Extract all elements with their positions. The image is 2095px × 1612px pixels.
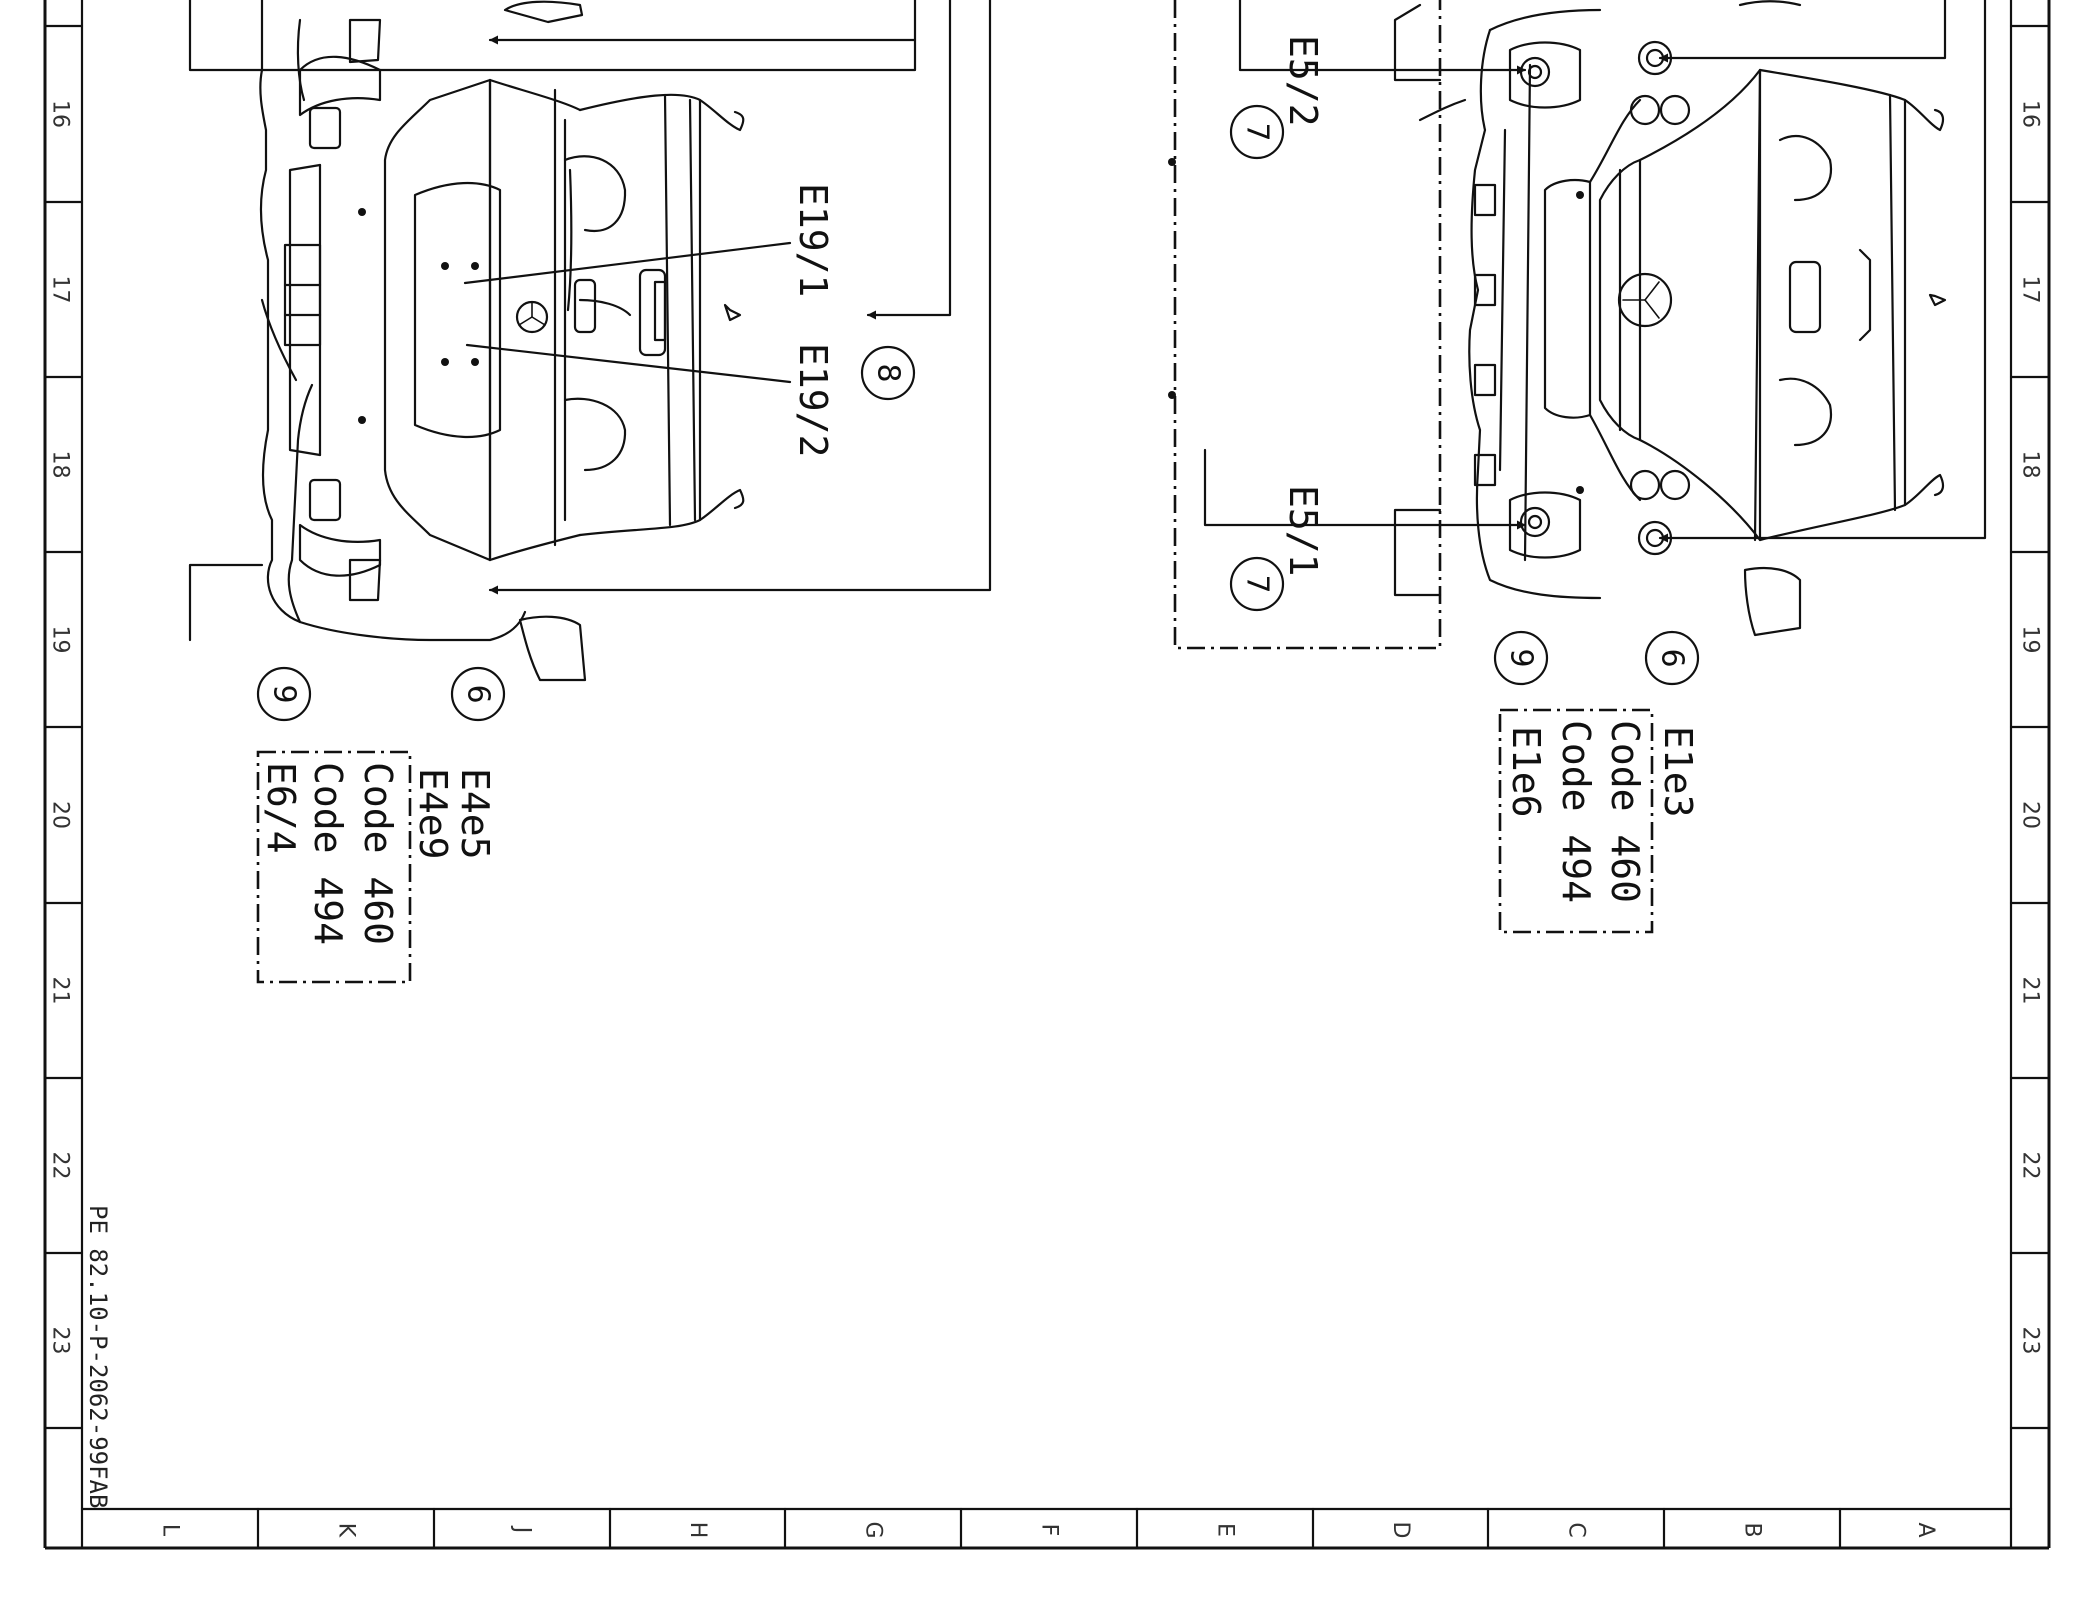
- rear-tail-light-lower: [298, 523, 382, 577]
- svg-text:7: 7: [1240, 574, 1275, 593]
- ruler-col-label: A: [1913, 1522, 1938, 1537]
- front-option-box: [1498, 708, 1654, 934]
- ruler-col-label: D: [1388, 1522, 1413, 1539]
- front-box-line-1: E1e3: [1656, 726, 1700, 818]
- label-e19-2: E19/2: [791, 343, 835, 457]
- rear-option-box: [256, 750, 412, 984]
- drawing-frame: [43, 0, 2051, 1550]
- front-dashdot-frame: [1173, 0, 1442, 650]
- rear-vehicle-view: [188, 0, 992, 682]
- ruler-row-label-left: 21: [48, 977, 73, 1005]
- front-box-line-3: Code 494: [1554, 720, 1598, 903]
- front-box-line-2: Code 460: [1603, 720, 1647, 903]
- ruler-row-label-left: 19: [48, 626, 73, 654]
- callout-9-rear: 9: [256, 666, 312, 722]
- label-e5-1: E5/1: [1281, 485, 1325, 577]
- rear-body-outline: [259, 0, 527, 642]
- windshield: [1758, 68, 1907, 542]
- ruler-col-label: H: [685, 1522, 710, 1539]
- ruler-left: 16 17 18 19 20 21 22 23: [43, 24, 84, 1430]
- ruler-col-label: L: [158, 1524, 183, 1537]
- callout-7-bottom: 7: [1229, 556, 1285, 612]
- svg-text:9: 9: [267, 684, 302, 703]
- ruler-row-label-left: 18: [48, 451, 73, 479]
- ruler-row-label-right: 20: [2018, 801, 2043, 829]
- label-e5-2: E5/2: [1281, 35, 1325, 127]
- front-box-line-4: E1e6: [1504, 726, 1548, 818]
- rear-box-line-1: E4e5: [453, 768, 497, 860]
- ruler-row-label-right: 17: [2018, 276, 2043, 304]
- trunk-lid: [383, 78, 492, 562]
- ruler-col-label: K: [334, 1523, 359, 1538]
- mercedes-star-front: [1617, 272, 1673, 328]
- rear-tail-light-upper: [298, 55, 382, 117]
- callout-8: 8: [860, 345, 916, 401]
- callout-6-rear: 6: [450, 666, 506, 722]
- ruler-row-label-right: 18: [2018, 451, 2043, 479]
- label-e19-1: E19/1: [791, 183, 835, 297]
- ruler-row-label-right: 23: [2018, 1327, 2043, 1355]
- ruler-row-label-left: 23: [48, 1327, 73, 1355]
- drawing-reference-code: PE 82.10-P-2062-99FAB: [84, 1205, 112, 1508]
- rear-box-line-5: E6/4: [259, 762, 303, 854]
- front-vehicle-view: [1168, 0, 1987, 650]
- ruler-row-label-left: 22: [48, 1152, 73, 1180]
- rear-window: [578, 93, 702, 537]
- ruler-col-label: G: [861, 1521, 886, 1538]
- rear-box-line-4: Code 494: [306, 762, 350, 945]
- ruler-row-label-right: 16: [2018, 100, 2043, 128]
- ruler-row-label-left: 17: [48, 276, 73, 304]
- svg-text:9: 9: [1504, 648, 1539, 667]
- ruler-col-label: F: [1037, 1524, 1062, 1537]
- front-body-outline: [1468, 28, 1602, 600]
- ruler-row-label-left: 20: [48, 801, 73, 829]
- callout-9-front: 9: [1493, 630, 1549, 686]
- headlight-lower: [1508, 469, 1691, 559]
- callout-7-top: 7: [1229, 104, 1285, 160]
- ruler-row-label-left: 16: [48, 100, 73, 128]
- ruler-row-label-right: 22: [2018, 1152, 2043, 1180]
- rear-box-line-2: E4e9: [411, 768, 455, 860]
- ruler-col-label: C: [1564, 1522, 1589, 1537]
- ruler-row-label-right: 21: [2018, 977, 2043, 1005]
- rear-box-line-3: Code 460: [356, 762, 400, 945]
- svg-text:6: 6: [1655, 648, 1690, 667]
- mercedes-star-rear: [515, 300, 549, 334]
- ruler-right: 16 17 18 19 20 21 22 23: [2009, 24, 2051, 1430]
- svg-text:7: 7: [1240, 122, 1275, 141]
- ruler-col-label: E: [1213, 1523, 1238, 1537]
- ruler-col-label: J: [510, 1525, 535, 1534]
- callout-6-front: 6: [1644, 630, 1700, 686]
- headlight-upper: [1508, 40, 1691, 126]
- svg-text:8: 8: [871, 363, 906, 382]
- ruler-row-label-right: 19: [2018, 626, 2043, 654]
- ruler-col-label: B: [1740, 1522, 1765, 1537]
- svg-text:6: 6: [461, 684, 496, 703]
